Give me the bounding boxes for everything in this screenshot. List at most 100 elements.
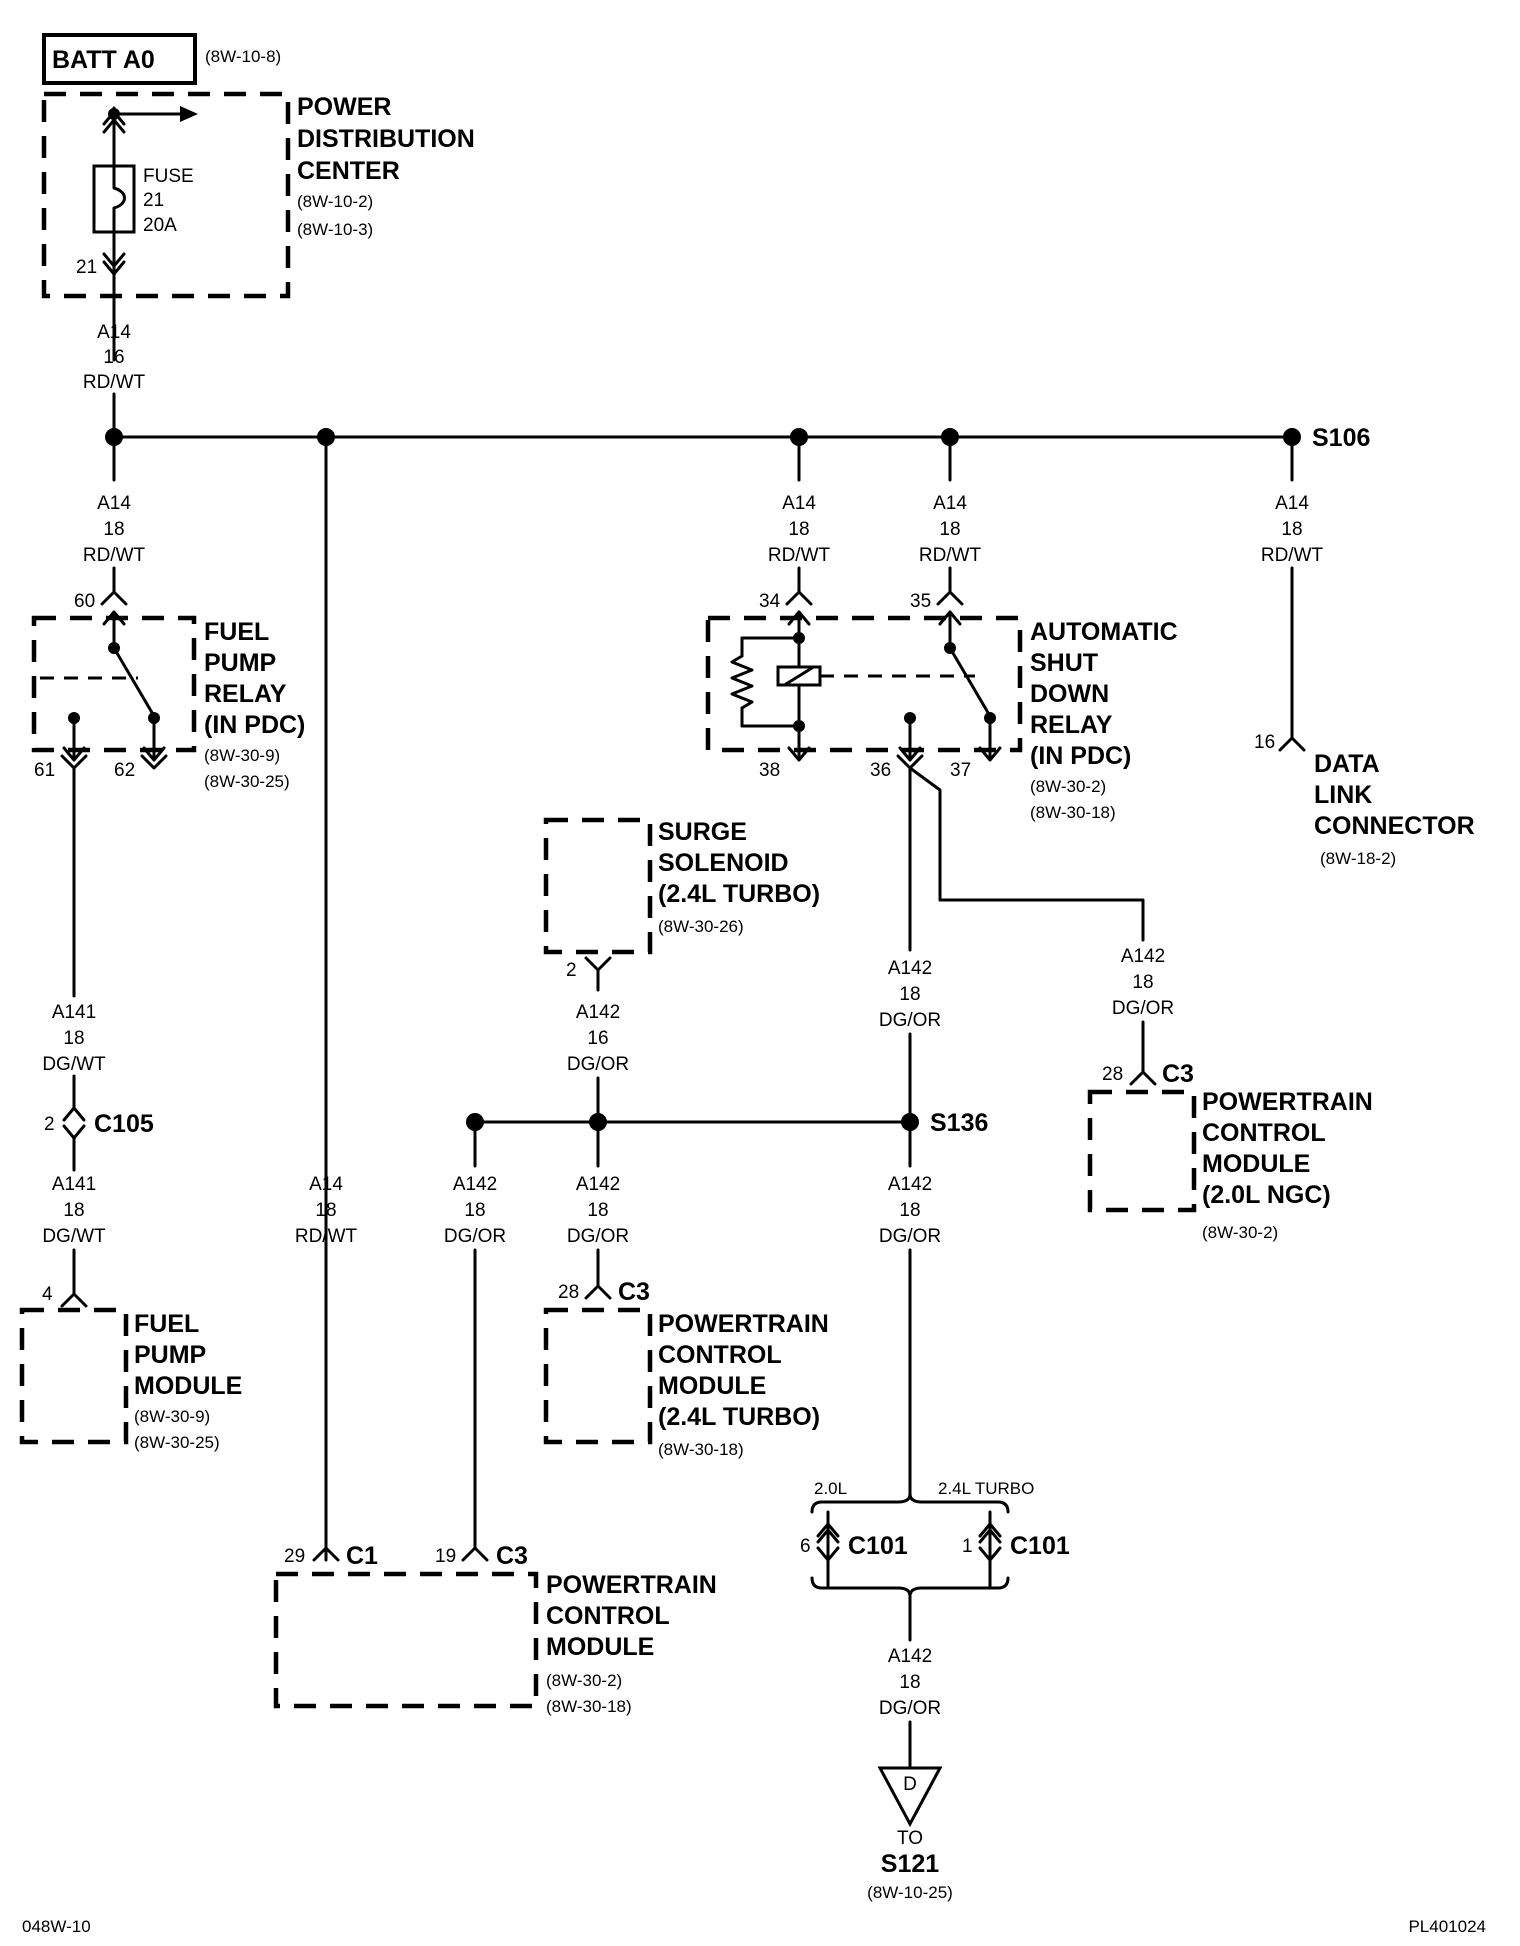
splice-s106-label: S106 — [1312, 424, 1370, 452]
pcm-turbo-pin: 28 — [558, 1282, 579, 1303]
pcm-turbo-title-3: MODULE — [658, 1372, 766, 1400]
off-page-connector-icon — [877, 1766, 943, 1828]
svg-text:DG/WT: DG/WT — [42, 1226, 106, 1247]
pcm-ngc-title-3: MODULE — [1202, 1150, 1310, 1178]
pcm-main-ref-1: (8W-30-2) — [546, 1671, 622, 1690]
c105-label: C105 — [94, 1110, 154, 1138]
fuel-pump-relay: 60 61 62 FUEL PUMP RELAY (IN PDC) (8W-30… — [31, 566, 305, 791]
dlc-title-1: DATA — [1314, 750, 1380, 778]
svg-text:18: 18 — [103, 519, 124, 540]
pdc-ref-2: (8W-10-3) — [297, 220, 373, 239]
destination-off-page: D TO S121 (8W-10-25) — [867, 1766, 953, 1902]
svg-text:A142: A142 — [888, 1646, 932, 1667]
svg-text:18: 18 — [63, 1200, 84, 1221]
svg-text:DG/OR: DG/OR — [879, 1010, 941, 1031]
asd-pin-35: 35 — [910, 591, 931, 612]
svg-text:DG/OR: DG/OR — [567, 1226, 629, 1247]
pcm-ngc-title-4: (2.0L NGC) — [1202, 1181, 1331, 1209]
fpr-pin-60: 60 — [74, 591, 95, 612]
fuse-number: 21 — [143, 190, 164, 211]
c101-left-label: C101 — [848, 1532, 908, 1560]
svg-text:RD/WT: RD/WT — [1261, 545, 1324, 566]
surge-title-3: (2.4L TURBO) — [658, 880, 820, 908]
asd-title-5: (IN PDC) — [1030, 742, 1131, 770]
svg-text:A142: A142 — [888, 958, 932, 979]
s136-bus: S136 — [466, 1109, 988, 1168]
automatic-shut-down-relay: 34 35 38 37 36 AUTOMATIC S — [705, 566, 1178, 822]
pcm-2-0l-ngc: 28 C3 POWERTRAIN CONTROL MODULE (2.0L NG… — [1087, 1060, 1373, 1242]
asd-title-1: AUTOMATIC — [1030, 618, 1178, 646]
svg-text:A14: A14 — [97, 322, 131, 343]
c101-right-label: C101 — [1010, 1532, 1070, 1560]
pcm-c1-pin: 29 — [284, 1546, 305, 1567]
svg-text:18: 18 — [315, 1200, 336, 1221]
pdc-ref-1: (8W-10-2) — [297, 192, 373, 211]
svg-text:18: 18 — [464, 1200, 485, 1221]
pcm-ngc-title-1: POWERTRAIN — [1202, 1088, 1373, 1116]
svg-text:A142: A142 — [576, 1174, 620, 1195]
svg-text:DG/OR: DG/OR — [444, 1226, 506, 1247]
svg-text:A141: A141 — [52, 1174, 96, 1195]
svg-text:DG/OR: DG/OR — [567, 1054, 629, 1075]
pcm-2-4l-turbo: 28 C3 POWERTRAIN CONTROL MODULE (2.4L TU… — [543, 1278, 829, 1459]
pcm-main-title-3: MODULE — [546, 1633, 654, 1661]
surge-solenoid: SURGE SOLENOID (2.4L TURBO) (8W-30-26) 2… — [543, 817, 820, 1124]
svg-text:16: 16 — [587, 1028, 608, 1049]
pcm-turbo-title-1: POWERTRAIN — [658, 1310, 829, 1338]
svg-text:A142: A142 — [453, 1174, 497, 1195]
fuse-label: FUSE — [143, 166, 194, 187]
wire-a142-asd-output: A142 18 DG/OR A142 18 DG/OR — [879, 766, 1174, 1126]
pdc-title-3: CENTER — [297, 157, 400, 185]
fpm-ref-2: (8W-30-25) — [134, 1433, 220, 1452]
batt-a0-box: BATT A0 (8W-10-8) — [42, 33, 281, 85]
fpr-title-3: RELAY — [204, 680, 287, 708]
svg-text:DG/OR: DG/OR — [879, 1226, 941, 1247]
svg-text:18: 18 — [1132, 972, 1153, 993]
svg-text:18: 18 — [1281, 519, 1302, 540]
wire-label-a14-18-dlc: A14 18 RD/WT — [1261, 493, 1324, 566]
svg-text:18: 18 — [899, 984, 920, 1005]
pcm-main-ref-2: (8W-30-18) — [546, 1697, 632, 1716]
svg-text:A14: A14 — [1275, 493, 1309, 514]
fuse-rating: 20A — [143, 215, 177, 236]
pcm-c3-connector: C3 — [496, 1542, 528, 1570]
svg-text:DG/WT: DG/WT — [42, 1054, 106, 1075]
pcm-ngc-ref: (8W-30-2) — [1202, 1223, 1278, 1242]
svg-text:RD/WT: RD/WT — [83, 372, 146, 393]
pdc-pin-21: 21 — [76, 257, 97, 278]
wire-label-a142-pcm-c3: A142 18 DG/OR — [444, 1174, 506, 1562]
fpr-ref-1: (8W-30-9) — [204, 746, 280, 765]
asd-title-2: SHUT — [1030, 649, 1098, 677]
pcm-ngc-connector: C3 — [1162, 1060, 1194, 1088]
fpm-title-3: MODULE — [134, 1372, 242, 1400]
pcm-turbo-title-2: CONTROL — [658, 1341, 782, 1369]
fpr-title-4: (IN PDC) — [204, 711, 305, 739]
svg-text:RD/WT: RD/WT — [295, 1226, 358, 1247]
svg-text:16: 16 — [103, 347, 124, 368]
pcm-turbo-title-4: (2.4L TURBO) — [658, 1403, 820, 1431]
dlc-pin-16: 16 — [1254, 732, 1275, 753]
pdc-title-2: DISTRIBUTION — [297, 125, 475, 153]
asd-pin-37: 37 — [950, 760, 971, 781]
fuel-pump-module: 4 FUEL PUMP MODULE (8W-30-9) (8W-30-25) — [19, 1284, 242, 1452]
svg-text:A14: A14 — [97, 493, 131, 514]
fpr-title-1: FUEL — [204, 618, 269, 646]
pcm-ngc-title-2: CONTROL — [1202, 1119, 1326, 1147]
asd-ref-1: (8W-30-2) — [1030, 777, 1106, 796]
c105-pin: 2 — [44, 1114, 55, 1135]
fpr-pin-61: 61 — [34, 760, 55, 781]
svg-text:18: 18 — [899, 1672, 920, 1693]
pcm-main-title-2: CONTROL — [546, 1602, 670, 1630]
destination-letter: D — [903, 1774, 917, 1795]
dlc-title-2: LINK — [1314, 781, 1372, 809]
asd-pin-34: 34 — [759, 591, 781, 612]
fpm-pin-4: 4 — [42, 1284, 53, 1305]
svg-text:A14: A14 — [933, 493, 967, 514]
splice-s136-label: S136 — [930, 1109, 988, 1137]
svg-text:18: 18 — [939, 519, 960, 540]
pdc-title-1: POWER — [297, 93, 391, 121]
footer-left: 048W-10 — [22, 1917, 91, 1936]
svg-text:A141: A141 — [52, 1002, 96, 1023]
svg-text:A142: A142 — [888, 1174, 932, 1195]
